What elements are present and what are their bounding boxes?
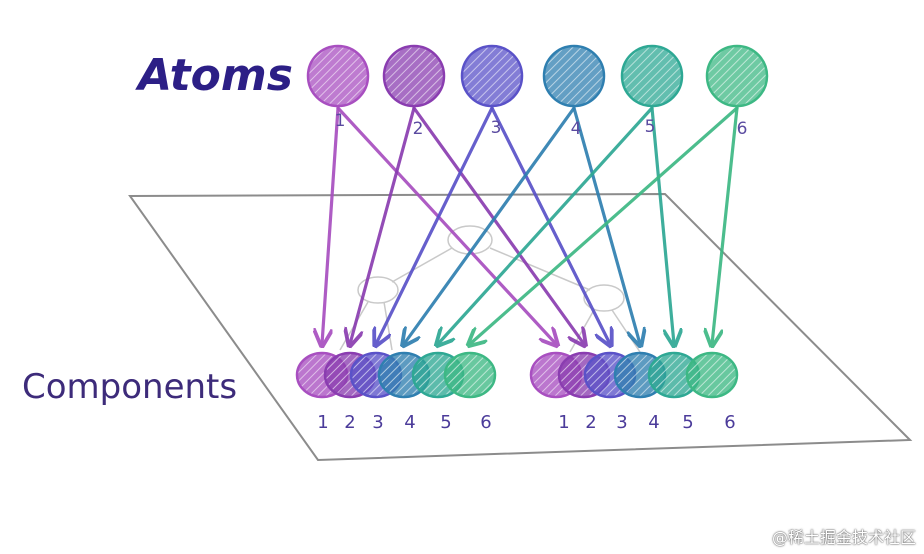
watermark: @稀土掘金技术社区	[771, 528, 916, 547]
atom-3-number: 3	[491, 118, 502, 138]
component-a-6	[443, 351, 497, 399]
component-b-6-number: 6	[724, 412, 735, 433]
atom-1-number: 1	[335, 111, 346, 131]
component-b-2-number: 2	[585, 412, 596, 433]
component-b-3-number: 3	[616, 412, 627, 433]
atom-6	[705, 44, 769, 108]
atom-2	[382, 44, 446, 108]
arrow-atom-2-to-group-b	[412, 106, 584, 344]
arrow-atom-5-to-group-b	[650, 106, 674, 344]
component-a-5-number: 5	[440, 412, 451, 433]
atom-4-number: 4	[571, 119, 582, 139]
component-b-1-number: 1	[558, 412, 569, 433]
atom-5	[620, 44, 684, 108]
component-a-1-number: 1	[317, 412, 328, 433]
component-b-6	[685, 351, 739, 399]
atoms-row: 1 2 3 4 5 6	[306, 44, 769, 139]
atom-6-number: 6	[737, 119, 748, 139]
arrow-atom-1-to-group-b	[336, 106, 556, 344]
component-a-2-number: 2	[344, 412, 355, 433]
arrow-atom-4-to-group-b	[572, 106, 640, 344]
arrow-atom-6-to-group-b	[712, 106, 739, 344]
plane	[128, 192, 913, 462]
arrow-atom-4-to-group-a	[404, 106, 576, 344]
atom-2-number: 2	[413, 119, 424, 139]
connection-arrows	[322, 106, 739, 344]
arrow-atom-5-to-group-a	[438, 106, 654, 344]
component-b-5-number: 5	[682, 412, 693, 433]
arrow-atom-3-to-group-b	[490, 106, 610, 344]
atom-3	[460, 44, 524, 108]
component-a-3-number: 3	[372, 412, 383, 433]
arrow-atom-6-to-group-a	[470, 106, 739, 344]
component-b-4-number: 4	[648, 412, 659, 433]
atom-4	[542, 44, 606, 108]
atom-5-number: 5	[645, 117, 656, 137]
atom-1	[306, 44, 370, 108]
arrow-atom-2-to-group-a	[350, 106, 416, 344]
components-label: Components	[22, 367, 237, 407]
component-a-6-number: 6	[480, 412, 491, 433]
arrow-atom-1-to-group-a	[322, 106, 340, 344]
component-a-4-number: 4	[404, 412, 415, 433]
component-b-5	[647, 351, 701, 399]
atoms-label: Atoms	[135, 50, 293, 101]
arrow-atom-3-to-group-a	[376, 106, 494, 344]
